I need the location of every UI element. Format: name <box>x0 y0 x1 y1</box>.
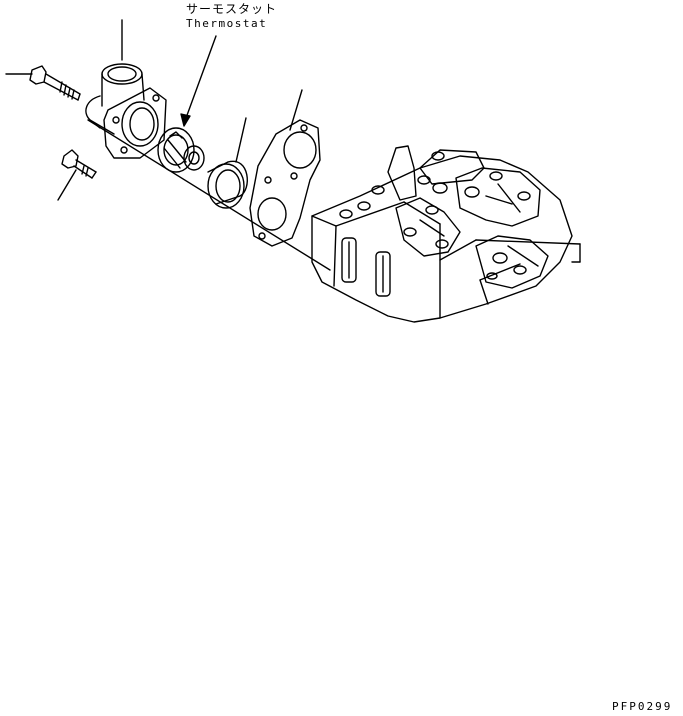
thermostat-housing <box>86 64 166 158</box>
thermostat <box>158 128 204 172</box>
leader-seal <box>236 118 246 162</box>
leader-gasket <box>290 90 302 130</box>
leader-thermostat <box>186 36 216 118</box>
thermostat-label-jp: サーモスタット <box>186 2 278 16</box>
cylinder-head <box>312 146 580 322</box>
gasket <box>250 120 320 246</box>
drawing-code: PFP0299 <box>612 700 673 713</box>
thermostat-label-en: Thermostat <box>186 17 268 30</box>
short-bolt <box>62 150 96 178</box>
thermostat-arrowhead <box>181 114 190 126</box>
seal-ring <box>208 161 247 208</box>
long-bolt <box>30 66 80 100</box>
leader-bolt-short <box>58 170 76 200</box>
leader-lines <box>6 20 330 270</box>
